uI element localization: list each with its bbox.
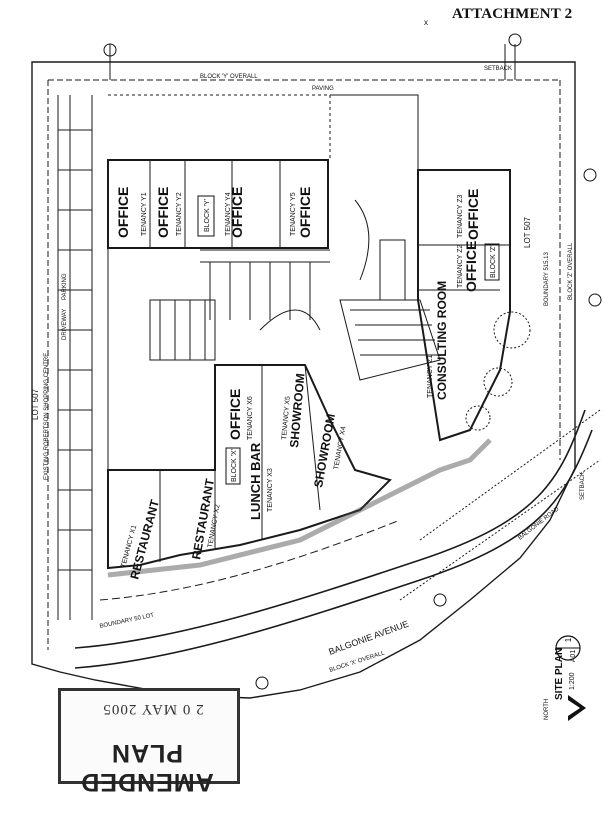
balgonie-avenue-label: BALGONIE AVENUE [327, 619, 410, 657]
north-arrow: NORTH [544, 695, 586, 721]
block-y-building [107, 159, 329, 249]
block-z-overall-label: BLOCK 'Z' OVERALL [568, 242, 574, 300]
tenancy-x5-label: TENANCY X5 [281, 396, 292, 440]
site-plan-scale: 1:200 [569, 672, 576, 690]
site-plan-title-block: 1 A01 SITE PLAN 1:200 [554, 635, 581, 700]
tenancy-y5-label: TENANCY Y5 [290, 192, 297, 236]
boundary-label: BOUNDARY 50 LOT [99, 612, 155, 629]
amended-plan-stamp [58, 688, 240, 784]
parking-label: PARKING [62, 273, 68, 300]
tenancy-y5-use: OFFICE [297, 187, 313, 238]
block-z-tag: BLOCK 'Z' [490, 245, 497, 278]
stamp-title: AMENDED PLAN [80, 739, 214, 796]
tenancy-x3-label: TENANCY X3 [267, 468, 274, 512]
site-boundary [31, 61, 576, 699]
tenancy-z1-use: CONSULTING ROOM [435, 281, 449, 400]
block-z-building [417, 169, 511, 442]
driveway-label: DRIVEWAY [62, 309, 68, 340]
tenancy-z3-use: OFFICE [465, 189, 481, 240]
tenancy-x3-use: LUNCH BAR [248, 442, 263, 520]
site-plan-sheet: A01 [570, 650, 577, 663]
block-x-building [107, 364, 392, 570]
grid-markers [103, 33, 602, 690]
balgonie-avenue-edge [74, 409, 586, 649]
block-y-overall-label: BLOCK 'Y' OVERALL [200, 74, 258, 80]
corner-mark: x [424, 18, 428, 27]
boundary-side-label: BOUNDARY 515.13 [544, 252, 550, 306]
tenancy-y1-label: TENANCY Y1 [141, 192, 148, 236]
tenancy-labels: OFFICE TENANCY Y1 OFFICE TENANCY Y2 OFFI… [115, 187, 481, 581]
lot-507-left: LOT 507 [31, 388, 40, 420]
tenancy-y4-label: TENANCY Y4 [225, 192, 232, 236]
tenancy-x6-use: OFFICE [227, 389, 243, 440]
site-plan-number: 1 [564, 637, 573, 642]
side-setback-label: SETBACK [580, 472, 586, 500]
block-y-tag: BLOCK 'Y' [204, 199, 211, 232]
tenancy-y2-use: OFFICE [155, 187, 171, 238]
attachment-label: ATTACHMENT 2 [452, 6, 573, 22]
tenancy-x5-use: SHOWROOM [287, 373, 307, 449]
paving-label: PAVING [312, 86, 334, 92]
road-label: BALGONIE ROAD [518, 506, 561, 542]
tenancy-z2-use: OFFICE [463, 241, 479, 292]
tenancy-y1-use: OFFICE [115, 187, 131, 238]
north-label: NORTH [544, 699, 550, 720]
shopping-centre-label: EXISTING ROBERTSON SHOPPING CENTRE [44, 353, 50, 480]
tenancy-z3-label: TENANCY Z3 [457, 194, 464, 238]
setback-label: SETBACK [484, 66, 512, 72]
block-x-tag: BLOCK 'X' [231, 449, 238, 482]
site-plan-title: SITE PLAN [554, 648, 565, 700]
tenancy-z1-label: TENANCY Z1 [427, 354, 434, 398]
tenancy-x6-label: TENANCY X6 [247, 396, 254, 440]
tenancy-y2-label: TENANCY Y2 [176, 192, 183, 236]
tenancy-x4-use: SHOWROOM [311, 413, 338, 489]
tenancy-y4-use: OFFICE [229, 187, 245, 238]
stamp-date: 2 0 MAY 2005 [102, 701, 204, 717]
tenancy-z2-label: TENANCY Z2 [457, 244, 464, 288]
lot-507-right: LOT 507 [523, 216, 532, 248]
